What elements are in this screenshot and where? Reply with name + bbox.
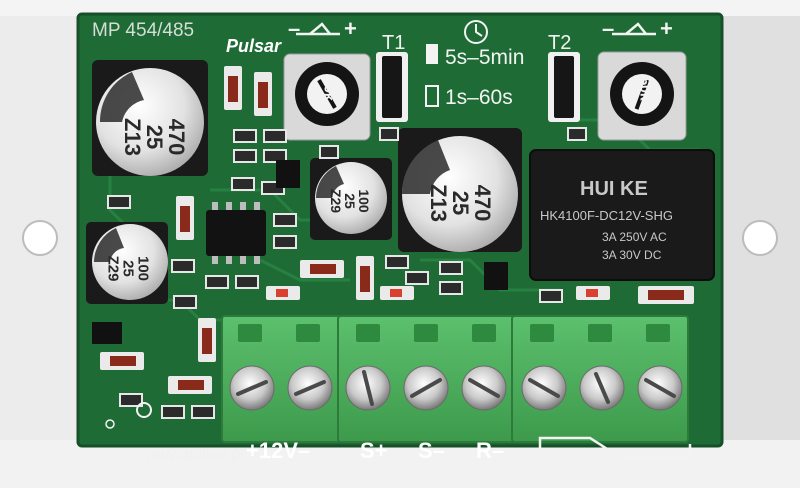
test-pad [136, 402, 152, 418]
capacitor-c3 [310, 158, 392, 240]
relay-model: HK4100F-DC12V-SHG [540, 208, 673, 223]
terminal-label-power: +12V– [246, 438, 311, 463]
relay-contact-symbol [538, 436, 692, 460]
adjust-arrow-1 [296, 22, 340, 36]
timer-mode-mark-1 [426, 44, 438, 64]
capacitor-c1 [92, 60, 208, 176]
screw-slots [236, 370, 676, 406]
board-model-label: MP 454/485 [92, 20, 195, 41]
mounting-hole-left [22, 220, 58, 256]
mounting-hole-right [742, 220, 778, 256]
timer-label-t1: T1 [382, 32, 406, 54]
trimmer-2-label: 50k [637, 77, 654, 101]
relay [529, 149, 715, 281]
transistors [92, 160, 508, 344]
plus-sign-1: + [344, 16, 357, 41]
timer-label-t2: T2 [548, 32, 572, 54]
website-label: www.pulsar.pl [146, 446, 244, 463]
terminal-label-s-plus: S+ [360, 438, 388, 463]
terminal-wire-slots [238, 324, 670, 342]
adjust-arrow-2 [612, 22, 656, 36]
relay-rating-dc: 3A 30V DC [602, 248, 662, 262]
jumper-t1 [376, 52, 408, 122]
housing-top-rail [0, 0, 800, 16]
timer-range-2: 1s–60s [445, 86, 513, 109]
smd-small-parts [107, 127, 587, 419]
terminal-label-s-minus: S– [418, 438, 445, 463]
trimmer-1-label: 50k [321, 77, 338, 101]
smd-components [100, 66, 694, 394]
clock-icon [464, 20, 488, 44]
capacitor-c4 [398, 128, 522, 252]
brand-label: Pulsar [226, 36, 282, 56]
ic-chip [206, 202, 266, 264]
housing-bottom-rail [0, 440, 800, 488]
terminal-label-r-minus: R– [476, 438, 505, 463]
plus-sign-2: + [660, 16, 673, 41]
timer-range-1: 5s–5min [445, 46, 525, 69]
relay-brand: HUI KE [580, 178, 648, 200]
capacitor-c2 [86, 222, 168, 304]
minus-sign-2: – [602, 16, 615, 41]
jumper-t2 [548, 52, 580, 122]
relay-rating-ac: 3A 250V AC [602, 230, 667, 244]
minus-sign-1: – [288, 16, 301, 41]
trimmer-pot-1 [283, 53, 371, 141]
timer-mode-mark-2 [425, 85, 439, 107]
trimmer-pot-2 [597, 51, 687, 141]
